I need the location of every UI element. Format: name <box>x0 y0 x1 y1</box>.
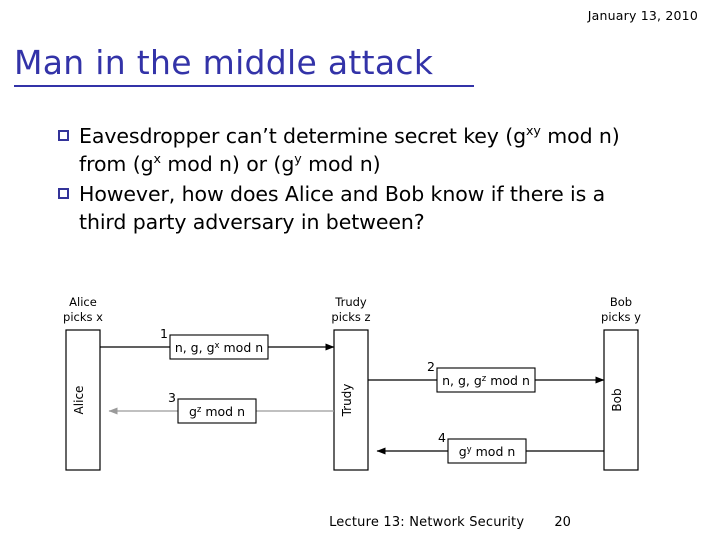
message-1-box <box>169 334 269 360</box>
message-2-box <box>436 367 536 393</box>
slide-footer: Lecture 13: Network Security 20 <box>0 515 720 530</box>
message-4: 4 gy mod n <box>376 430 604 464</box>
slide-date: January 13, 2010 <box>587 8 698 23</box>
footer-lecture-label: Lecture 13: Network Security <box>329 515 525 530</box>
list-item: Eavesdropper can’t determine secret key … <box>58 122 658 178</box>
message-2: 2 n, g, gz mod n <box>368 359 605 393</box>
list-item: However, how does Alice and Bob know if … <box>58 180 658 236</box>
actor-alice: Alice picks x Alice <box>63 295 103 471</box>
actor-alice-caption-line1: Alice <box>69 295 97 309</box>
actor-trudy-caption-line1: Trudy <box>334 295 367 309</box>
actor-bob: Bob picks y Bob <box>601 295 641 471</box>
actor-trudy-vertical-label: Trudy <box>340 384 354 418</box>
message-2-number: 2 <box>427 359 435 374</box>
actor-alice-caption-line2: picks x <box>63 310 103 324</box>
actor-trudy-lifeline-box <box>333 329 369 471</box>
message-3-box <box>177 398 257 424</box>
sequence-diagram: Alice picks x Alice Trudy picks z Trudy … <box>0 270 720 495</box>
actor-alice-lifeline-box <box>65 329 101 471</box>
actor-bob-lifeline-box <box>603 329 639 471</box>
message-3: 3 gz mod n <box>108 390 334 424</box>
bullet-list: Eavesdropper can’t determine secret key … <box>58 122 658 238</box>
message-4-box <box>447 438 527 464</box>
message-3-number: 3 <box>168 390 176 405</box>
slide-page-number: 20 <box>554 515 571 530</box>
message-2-label: n, g, gz mod n <box>442 373 530 388</box>
page-title: Man in the middle attack <box>14 43 434 82</box>
bullet-text: Eavesdropper can’t determine secret key … <box>79 123 620 176</box>
actor-trudy: Trudy picks z Trudy <box>331 295 371 471</box>
actor-bob-vertical-label: Bob <box>610 388 624 411</box>
diagram-canvas: Alice picks x Alice Trudy picks z Trudy … <box>63 295 641 471</box>
actor-alice-vertical-label: Alice <box>72 386 86 415</box>
hollow-square-bullet-icon <box>58 130 69 141</box>
message-1: 1 n, g, gx mod n <box>100 326 335 360</box>
title-underline <box>14 85 474 87</box>
message-3-label: gz mod n <box>189 404 245 419</box>
actor-trudy-caption-line2: picks z <box>331 310 370 324</box>
actor-bob-caption-line1: Bob <box>610 295 632 309</box>
actor-bob-caption-line2: picks y <box>601 310 641 324</box>
message-4-label: gy mod n <box>459 444 516 459</box>
bullet-text: However, how does Alice and Bob know if … <box>79 182 606 234</box>
hollow-square-bullet-icon <box>58 188 69 199</box>
message-1-number: 1 <box>160 326 168 341</box>
message-4-number: 4 <box>438 430 446 445</box>
message-1-label: n, g, gx mod n <box>175 340 263 355</box>
